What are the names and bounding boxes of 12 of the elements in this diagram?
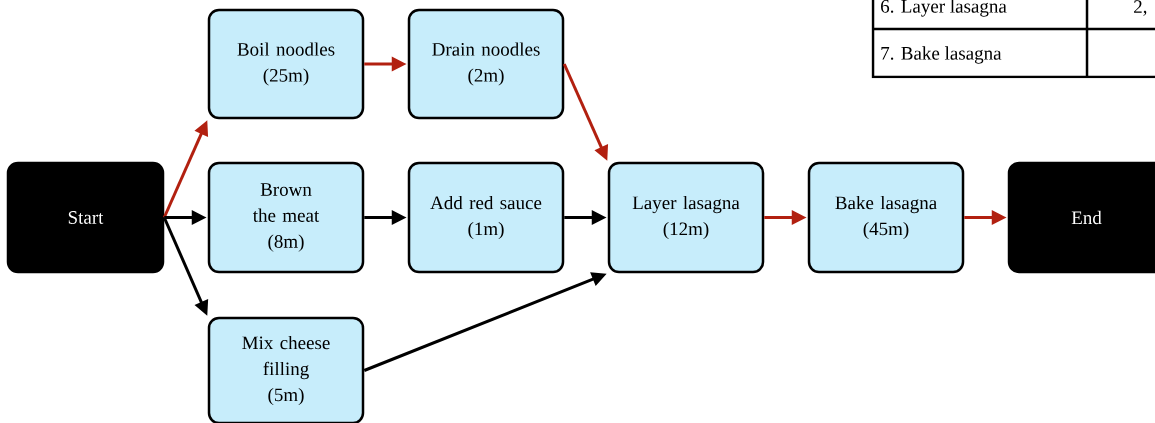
process-box: Layer lasagna (12m) xyxy=(607,161,765,274)
process-box: Mix cheese filling (5m) xyxy=(207,316,365,423)
process-box: Brown the meat (8m) xyxy=(207,161,365,274)
table-cell: 6. Layer lasagna xyxy=(881,0,1007,17)
process-box: Boil noodles (25m) xyxy=(207,8,365,120)
process-box: Bake lasagna (45m) xyxy=(807,161,965,274)
terminal-box: End xyxy=(1007,161,1155,274)
process-box: Drain noodles (2m) xyxy=(407,8,565,120)
table-cell: 7. Bake lasagna xyxy=(881,46,1002,64)
process-box: Add red sauce (1m) xyxy=(407,161,565,274)
table-cell: 2, xyxy=(1134,0,1147,16)
terminal-box: Start xyxy=(6,161,165,274)
